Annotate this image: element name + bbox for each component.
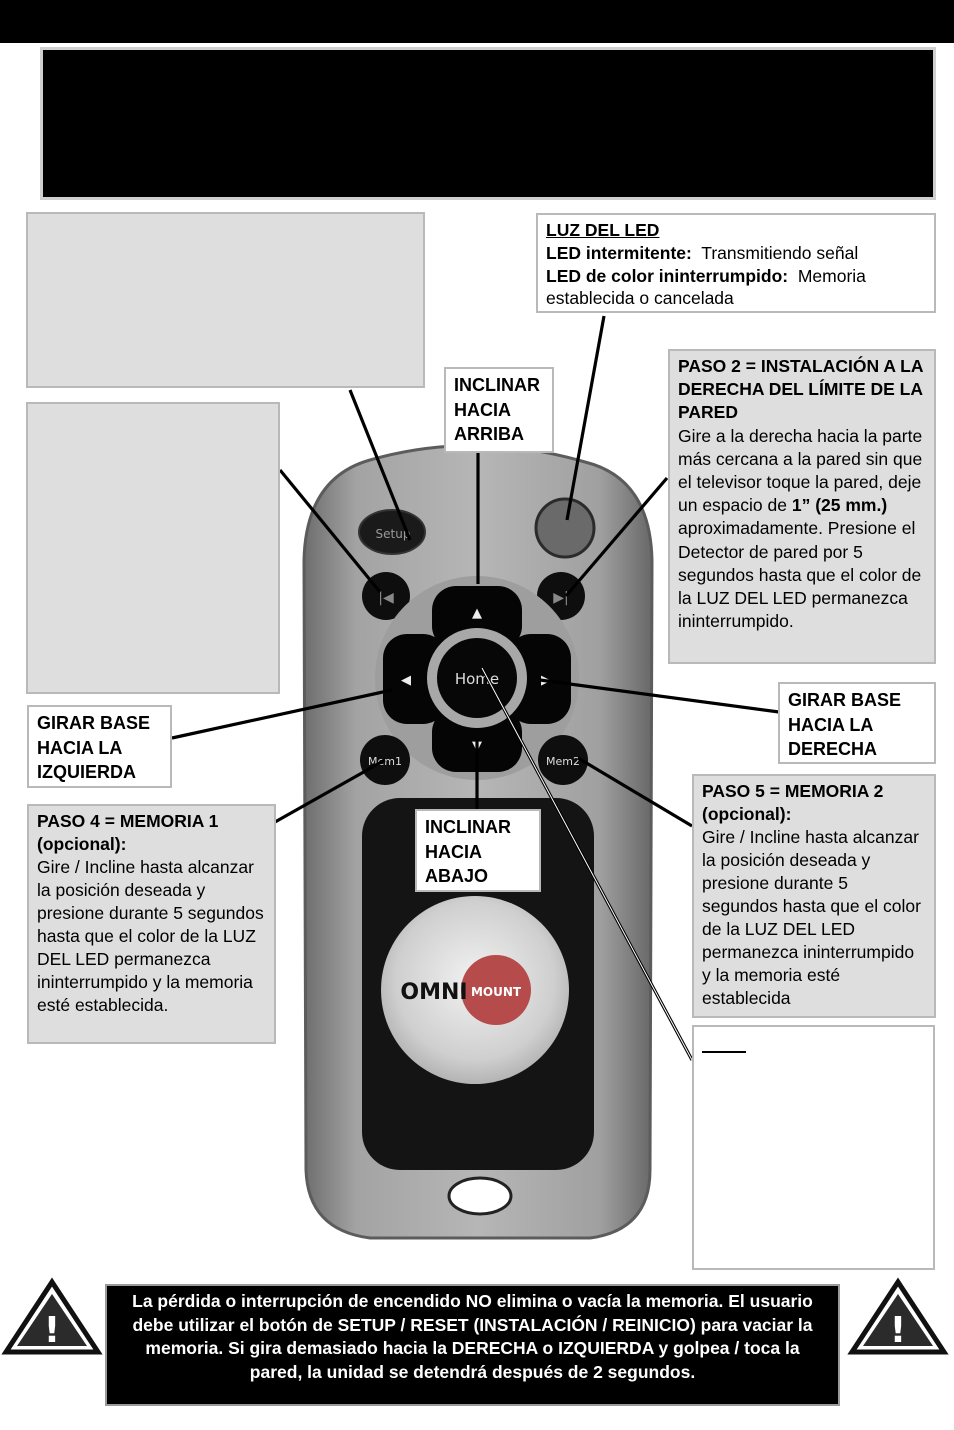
svg-text:!: ! (44, 1310, 60, 1351)
step2-text-b: aproximadamente. Presione el Detector de… (678, 518, 922, 632)
callout-setup (348, 389, 412, 541)
brand-right-text: MOUNT (471, 985, 522, 999)
arrow-left-icon: ◀ (401, 673, 411, 688)
led-flash-label: LED intermitente: (546, 242, 692, 263)
warning-icon-right: ! (847, 1277, 949, 1355)
warning-text: La pérdida o interrupción de encendido N… (132, 1291, 813, 1382)
top-bar (0, 0, 954, 43)
led-title: LUZ DEL LED (546, 220, 660, 240)
led-solid-label: LED de color ininterrumpido: (546, 265, 789, 286)
step5-text: Gire / Incline hasta alcanzar la posició… (702, 827, 921, 1008)
callout-skip-back (278, 468, 382, 594)
led-solid-text: Memoria establecida o cancelada (546, 265, 866, 309)
rotate-left-line3: IZQUIERDA (37, 762, 136, 782)
warning-icon-left: ! (0, 1276, 104, 1362)
led-light (534, 497, 596, 559)
tilt-down-line1: INCLINAR (425, 817, 511, 837)
rotate-right-label-box: GIRAR BASE HACIA LA DERECHA (778, 682, 936, 764)
tilt-up-line3: ARRIBA (454, 424, 524, 444)
led-info-box: LUZ DEL LED LED intermitente: Transmitie… (536, 213, 936, 313)
dpad-right (507, 634, 571, 724)
step2-box: PASO 2 = INSTALACIÓN A LA DERECHA DEL LÍ… (668, 349, 936, 664)
step4-box: PASO 4 = MEMORIA 1 (opcional): Gire / In… (27, 804, 276, 1044)
rotate-right-line1: GIRAR BASE (788, 690, 902, 710)
tilt-down-line2: HACIA (425, 841, 482, 862)
rotate-right-line3: DERECHA (788, 739, 878, 759)
callout-rotate-left (171, 688, 393, 740)
blank-panel-home (692, 1025, 935, 1270)
remote-bottom-oval (447, 1176, 513, 1216)
brand-red-circle (461, 955, 531, 1025)
step5-title: PASO 5 = MEMORIA 2 (opcional): (702, 781, 884, 824)
home-label: Home (455, 670, 499, 688)
blank-panel-setup (26, 212, 425, 388)
tilt-up-line2: HACIA (454, 399, 511, 420)
callout-led (565, 315, 606, 521)
led-flash-text: Transmitiendo señal (701, 242, 859, 263)
rotate-left-label-box: GIRAR BASE HACIA LA IZQUIERDA (27, 705, 172, 788)
blank-underline (702, 1051, 746, 1053)
arrow-up-icon: ▲ (472, 606, 482, 621)
step2-text-a: Gire a la derecha hacia la parte más cer… (678, 425, 923, 516)
step5-box: PASO 5 = MEMORIA 2 (opcional): Gire / In… (692, 774, 936, 1018)
setup-button (358, 509, 426, 555)
callout-wall-detector (564, 476, 669, 598)
mem2-button (538, 735, 588, 785)
tilt-down-line3: ABAJO (425, 866, 489, 886)
brand-left-text: OMNI (400, 980, 467, 1005)
svg-text:!: ! (890, 1310, 906, 1351)
callout-home-highlight (481, 667, 693, 1061)
skip-back-icon: |◀ (378, 590, 394, 606)
callout-mem1 (274, 758, 386, 824)
step4-title: PASO 4 = MEMORIA 1 (opcional): (37, 811, 219, 854)
step2-title: PASO 2 = INSTALACIÓN A LA DERECHA DEL LÍ… (678, 356, 923, 423)
tilt-up-line1: INCLINAR (454, 375, 540, 395)
rotate-left-line2: HACIA LA (37, 737, 123, 758)
title-block (40, 47, 936, 200)
skip-forward-icon: ▶| (553, 590, 568, 606)
rotate-right-line2: HACIA LA (788, 714, 874, 735)
step2-text-bold: 1” (25 mm.) (791, 495, 888, 516)
mem2-label: Mem2 (546, 755, 580, 768)
rotate-left-line1: GIRAR BASE (37, 713, 151, 733)
warning-box: La pérdida o interrupción de encendido N… (105, 1284, 840, 1406)
dpad-left (383, 634, 447, 724)
blank-panel-skip (26, 402, 280, 694)
setup-label: Setup (376, 527, 411, 541)
tilt-down-label-box: INCLINAR HACIA ABAJO (415, 809, 541, 892)
step4-text: Gire / Incline hasta alcanzar la posició… (37, 857, 264, 1015)
callout-mem2 (577, 756, 693, 828)
callout-rotate-right (539, 678, 780, 714)
tilt-up-label-box: INCLINAR HACIA ARRIBA (444, 367, 554, 453)
